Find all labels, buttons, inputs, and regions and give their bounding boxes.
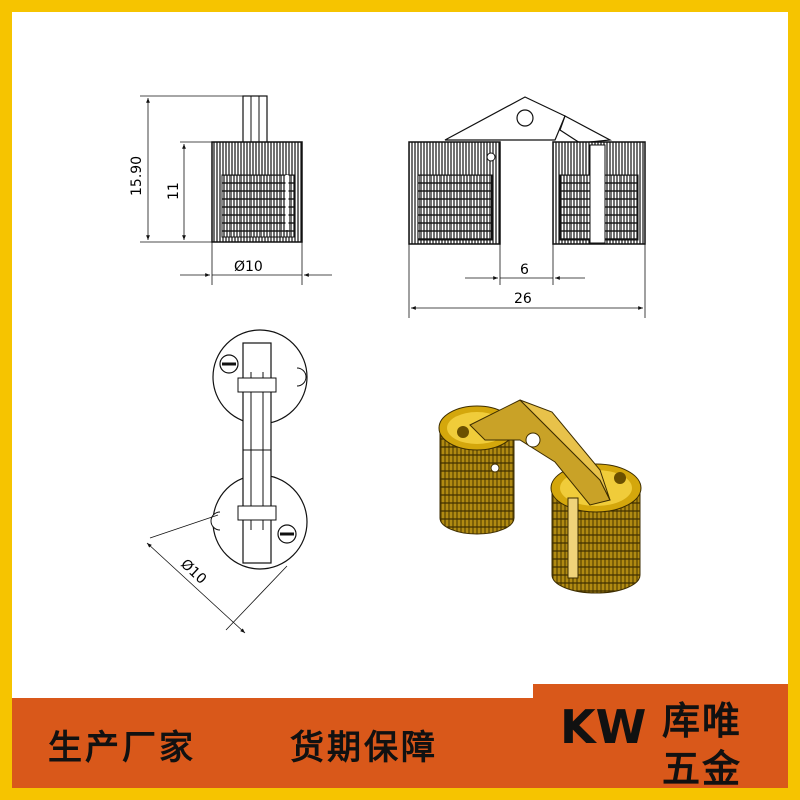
slogan-manufacturer: 生产厂家 — [48, 728, 196, 768]
slogan-banner — [12, 698, 533, 788]
brand-banner — [533, 684, 788, 788]
technical-drawing: 15.90 11 Ø10 6 26 — [129, 95, 646, 634]
dim-gap: 6 — [520, 262, 529, 278]
front-view: 15.90 11 Ø10 — [129, 95, 332, 285]
slogan-delivery: 货期保障 — [290, 728, 438, 768]
brand-name-line2: 五金 — [662, 747, 743, 791]
dim-height-body: 11 — [166, 182, 182, 200]
side-view: 6 26 — [408, 96, 646, 318]
brand-code: KW — [560, 700, 647, 754]
dim-height-total: 15.90 — [129, 156, 145, 196]
dim-diameter-top: Ø10 — [177, 556, 209, 587]
hinge-3d-illustration — [438, 399, 642, 594]
dim-diameter-front: Ø10 — [234, 259, 263, 275]
brand-name-line1: 库唯 — [662, 699, 743, 743]
top-view: Ø10 — [146, 329, 308, 634]
dim-width-total: 26 — [514, 291, 532, 307]
drawing-canvas: 15.90 11 Ø10 6 26 — [12, 12, 788, 788]
